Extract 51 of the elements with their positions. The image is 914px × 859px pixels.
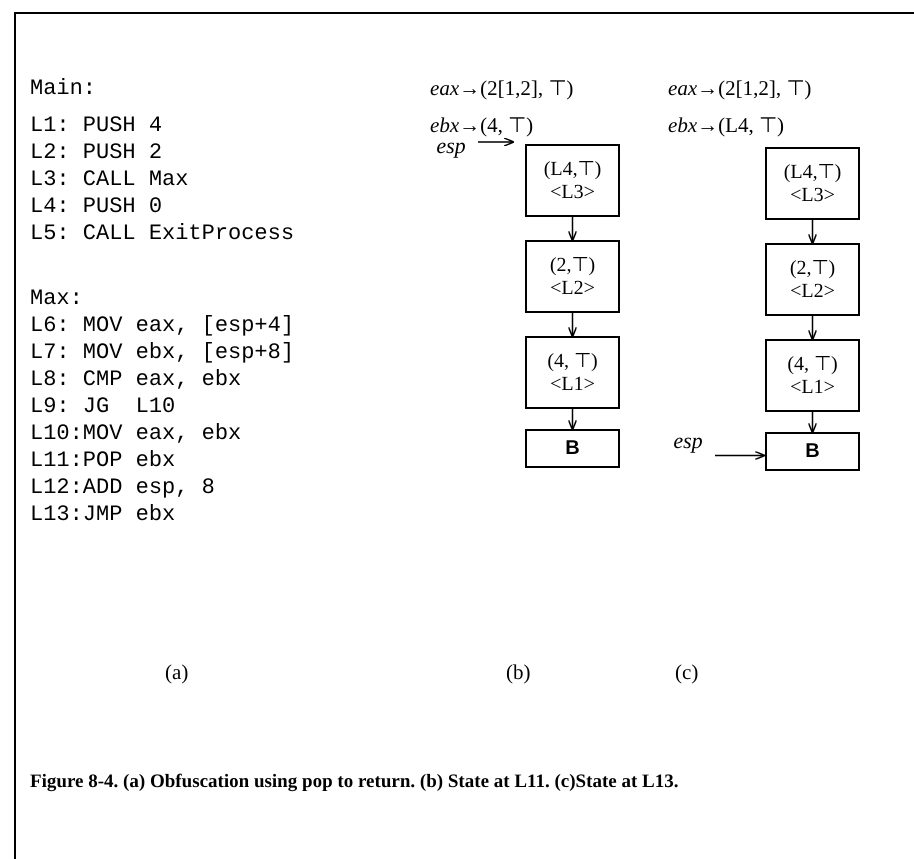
pointer-label: esp (663, 427, 713, 455)
code-line: L10:MOV eax, ebx (30, 421, 242, 446)
code-line: L6: MOV eax, [esp+4] (30, 313, 294, 338)
code-line: L2: PUSH 2 (30, 140, 162, 165)
arrow (478, 137, 515, 147)
code-line: L4: PUSH 0 (30, 194, 162, 219)
code-line: L5: CALL ExitProcess (30, 221, 294, 246)
code-line: L7: MOV ebx, [esp+8] (30, 340, 294, 365)
arrow (568, 313, 578, 338)
arrow (568, 217, 578, 242)
stack-frame-box: B (765, 432, 860, 471)
return-address: <L1> (790, 376, 835, 398)
stack-value: (2,⊤) (790, 256, 836, 280)
register-state: ebx→(L4, ⊤) (668, 113, 784, 138)
return-address: <L1> (550, 372, 595, 396)
stack-value: (2,⊤) (550, 254, 596, 276)
stack-value: (L4,⊤) (784, 160, 842, 184)
stack-frame-box (765, 243, 860, 316)
arrow (808, 412, 818, 434)
stack-frame-box (765, 339, 860, 412)
stack-value: (4, ⊤) (547, 350, 598, 372)
arrow (568, 409, 578, 431)
stack-frame-box: B (525, 429, 620, 468)
register-state: eax→(2[1,2], ⊤) (668, 76, 812, 101)
panel-label: (c) (675, 660, 698, 685)
return-address: <L2> (790, 280, 835, 302)
code-label: Max: (30, 286, 83, 311)
return-address: <L3> (550, 180, 595, 204)
arrow (808, 316, 818, 341)
register-state: eax→(2[1,2], ⊤) (430, 76, 574, 101)
figure-caption: Figure 8-4. (a) Obfuscation using pop to return. (b) State at L11. (c)State at L13. (30, 770, 680, 794)
code-line: L8: CMP eax, ebx (30, 367, 242, 392)
return-address: <L3> (790, 184, 835, 206)
stack-frame-box (525, 336, 620, 409)
panel-label: (b) (506, 660, 530, 685)
stack-value: (L4,⊤) (544, 158, 602, 180)
return-address: <L2> (550, 276, 595, 300)
stack-value: (4, ⊤) (787, 352, 838, 376)
code-line: L3: CALL Max (30, 167, 188, 192)
panel-label: (a) (165, 660, 188, 685)
code-line: L9: JG L10 (30, 394, 176, 419)
arrow (715, 450, 766, 460)
code-line: L13:JMP ebx (30, 502, 176, 527)
code-line: L1: PUSH 4 (30, 113, 162, 138)
code-line: L12:ADD esp, 8 (30, 475, 215, 500)
code-line: L11:POP ebx (30, 448, 176, 473)
stack-frame-box (525, 240, 620, 313)
code-label: Main: (30, 76, 96, 101)
stack-frame-box (525, 144, 620, 217)
stack-frame-box (765, 147, 860, 220)
arrow (808, 220, 818, 245)
